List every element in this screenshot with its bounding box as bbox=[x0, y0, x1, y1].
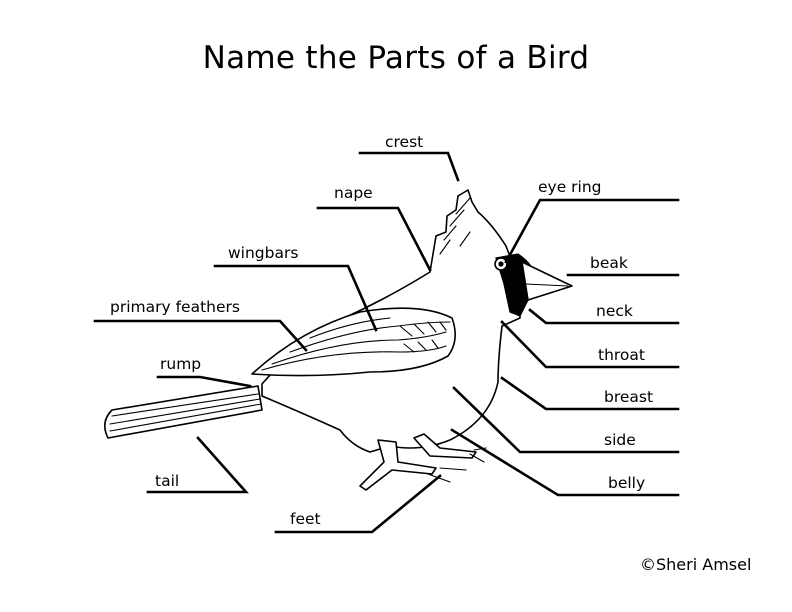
leader-wingbars bbox=[213, 264, 378, 332]
part-labels: crest nape wingbars primary feathers rum… bbox=[110, 133, 653, 528]
label-throat: throat bbox=[598, 346, 645, 364]
bird-leg-back bbox=[413, 433, 477, 459]
label-breast: breast bbox=[604, 388, 653, 406]
leader-breast bbox=[500, 376, 680, 411]
bird-illustration bbox=[104, 189, 573, 491]
copyright-notice: ©Sheri Amsel bbox=[640, 555, 752, 574]
page-title: Name the Parts of a Bird bbox=[202, 40, 590, 76]
label-neck: neck bbox=[596, 302, 633, 320]
label-side: side bbox=[604, 431, 636, 449]
leader-belly bbox=[450, 428, 680, 497]
label-crest: crest bbox=[385, 133, 423, 151]
label-tail: tail bbox=[155, 472, 179, 490]
leader-lines bbox=[93, 151, 680, 534]
leader-side bbox=[452, 386, 680, 454]
bird-beak bbox=[521, 261, 573, 301]
leader-nape bbox=[316, 206, 432, 272]
leader-tail bbox=[146, 436, 249, 494]
bird-wing bbox=[251, 307, 456, 377]
leader-rump bbox=[156, 375, 252, 388]
label-nape: nape bbox=[334, 184, 373, 202]
leader-eye-ring bbox=[504, 198, 680, 264]
label-eye-ring: eye ring bbox=[538, 178, 602, 196]
leader-throat bbox=[500, 320, 680, 369]
bird-leg bbox=[359, 439, 437, 491]
label-beak: beak bbox=[590, 254, 628, 272]
leader-primary bbox=[93, 319, 308, 352]
label-feet: feet bbox=[290, 510, 321, 528]
label-wingbars: wingbars bbox=[228, 244, 298, 262]
leader-feet bbox=[274, 474, 442, 534]
label-rump: rump bbox=[160, 355, 201, 373]
label-primary-feathers: primary feathers bbox=[110, 298, 240, 316]
label-belly: belly bbox=[608, 474, 645, 492]
leader-neck bbox=[528, 308, 680, 325]
leader-crest bbox=[358, 151, 460, 182]
